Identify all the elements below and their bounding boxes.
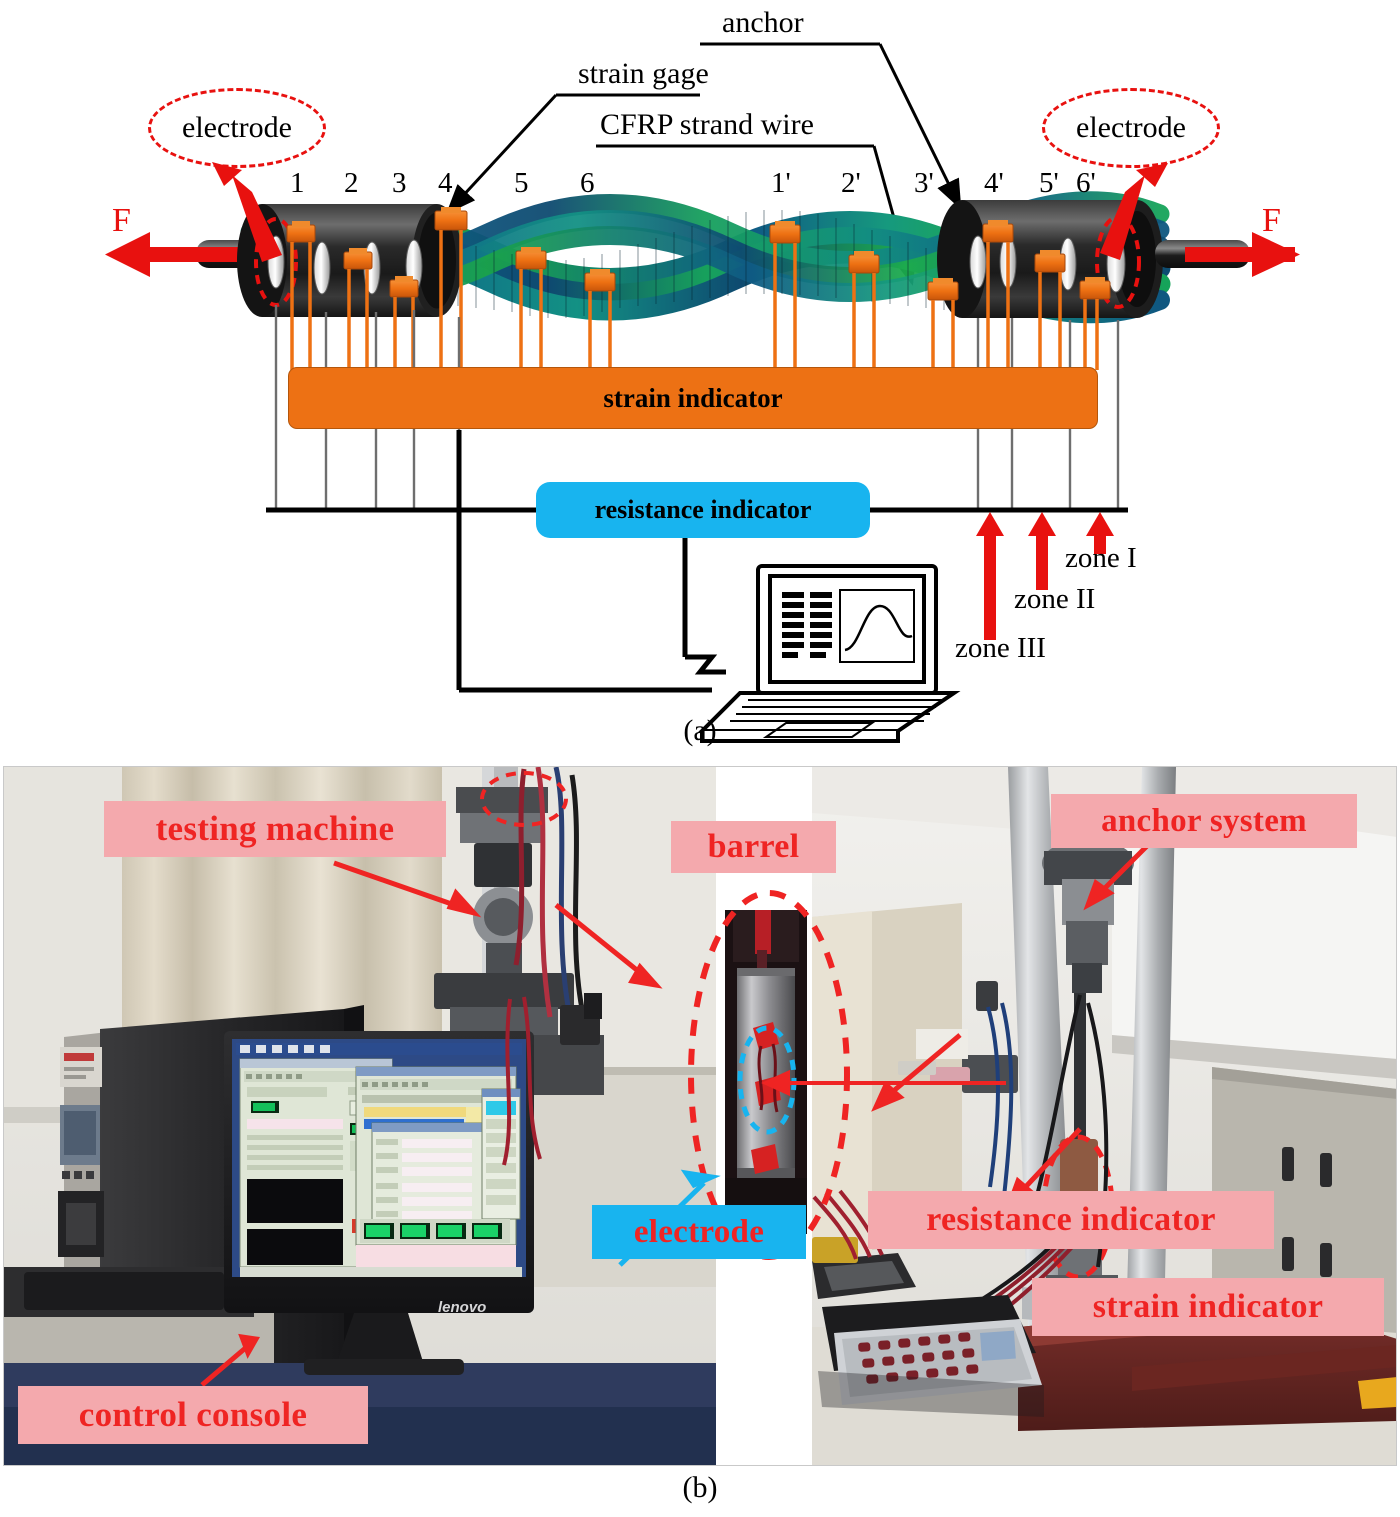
gage-number-1: 1: [290, 167, 305, 199]
schematic-svg: [105, 42, 1300, 743]
resistance-indicator-box[interactable]: resistance indicator: [536, 482, 870, 538]
label-anchor: anchor: [722, 6, 804, 39]
label-force-left: F: [112, 202, 131, 239]
gage-number-2p: 2': [841, 167, 861, 199]
force-arrow-right: [1185, 232, 1300, 277]
strain-indicator-instrument: [822, 1295, 1042, 1405]
tag-strain-indicator: strain indicator: [1032, 1278, 1384, 1336]
zone-arrow-ii: [1028, 512, 1056, 590]
tag-barrel: barrel: [671, 821, 836, 873]
gage-number-2: 2: [344, 167, 359, 199]
zone-arrows: [976, 512, 1114, 640]
photo-right-machine-instruments: [812, 767, 1396, 1465]
gage-number-4: 4: [438, 167, 453, 199]
laptop-keyboard: [730, 699, 942, 738]
gage-number-5: 5: [514, 167, 529, 199]
label-zone-ii: zone II: [1014, 583, 1096, 615]
laptop-data-bars: [782, 592, 832, 658]
gage-number-1p: 1': [771, 167, 791, 199]
tag-control-console: control console: [18, 1386, 368, 1444]
label-strain-gage: strain gage: [578, 57, 709, 90]
gage-number-6p: 6': [1076, 167, 1096, 199]
resistance-indicator-instrument: [812, 1237, 916, 1299]
label-electrode-left: electrode: [148, 88, 326, 168]
tag-electrode: electrode: [592, 1205, 806, 1259]
right-photo-arrows: [871, 833, 1160, 1208]
monitor-brand-text: lenovo: [438, 1299, 486, 1316]
gage-lead-wires: [290, 230, 1099, 370]
gage-number-4p: 4': [984, 167, 1004, 199]
label-force-right: F: [1262, 202, 1281, 239]
zone-arrow-i: [1086, 512, 1114, 554]
laptop-screen-content: [839, 589, 915, 663]
label-cfrp-strand-wire: CFRP strand wire: [600, 108, 814, 141]
strain-indicator-box[interactable]: strain indicator: [288, 367, 1098, 429]
gage-number-3p: 3': [914, 167, 934, 199]
label-zone-iii: zone III: [955, 632, 1046, 664]
label-electrode-right: electrode: [1042, 88, 1220, 168]
electrode-callout-arrows: [212, 162, 1168, 262]
panel-a-schematic: anchor strain gage CFRP strand wire elec…: [105, 6, 1300, 743]
tag-resistance-indicator: resistance indicator: [868, 1191, 1274, 1249]
gage-number-5p: 5': [1039, 167, 1059, 199]
label-zone-i: zone I: [1065, 542, 1137, 574]
tag-testing-machine: testing machine: [104, 801, 446, 857]
zone-arrow-iii: [976, 512, 1004, 640]
force-arrow-left: [105, 232, 260, 277]
gage-number-6: 6: [580, 167, 595, 199]
tag-anchor-system: anchor system: [1051, 794, 1357, 848]
crosshead-highlight-ellipse: [480, 771, 568, 827]
figure-caption-a: (a): [683, 714, 717, 747]
resistance-bus: [266, 430, 1128, 693]
gage-number-3: 3: [392, 167, 407, 199]
figure-caption-b: (b): [682, 1471, 718, 1504]
electrode-highlight-ellipse: [737, 1025, 797, 1135]
strain-gages: [286, 207, 1111, 301]
